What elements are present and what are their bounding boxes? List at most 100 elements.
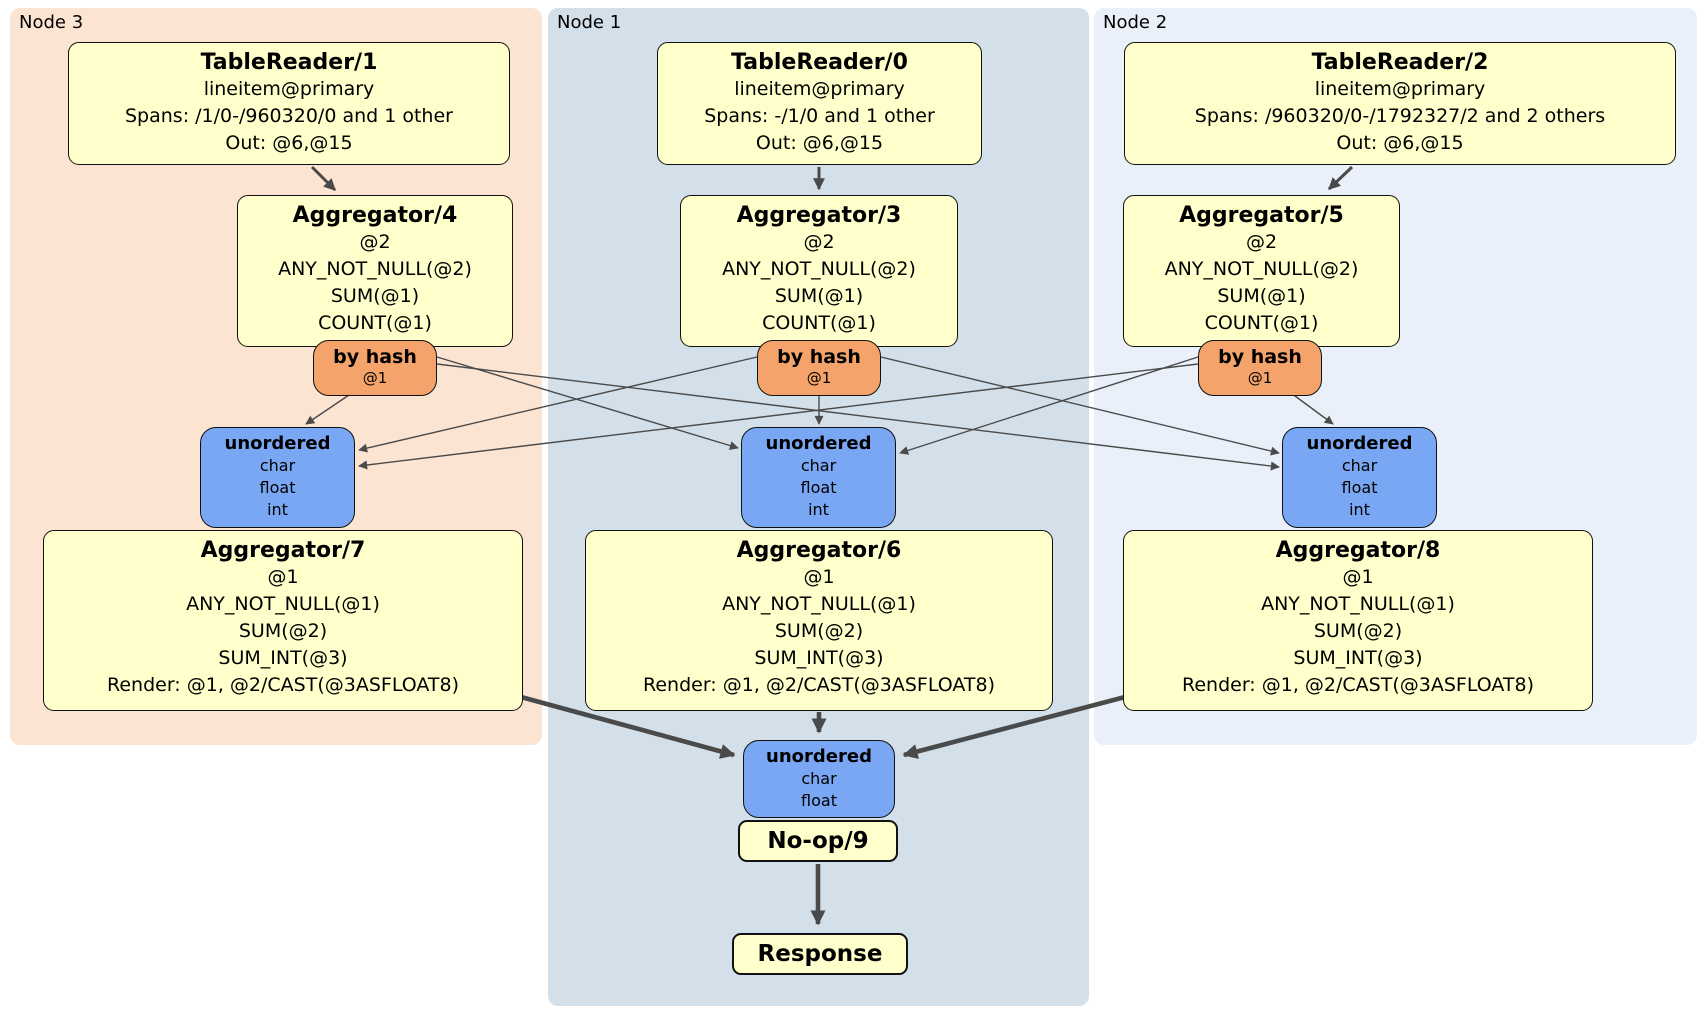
aggregator-6-group: @1	[803, 566, 835, 588]
aggregator-3-group: @2	[803, 231, 835, 253]
aggregator-3-box: Aggregator/3 @2 ANY_NOT_NULL(@2) SUM(@1)…	[680, 195, 958, 347]
unordered-sync-3-col1: char	[259, 456, 296, 475]
aggregator-7-render: Render: @1, @2/CAST(@3ASFLOAT8)	[107, 674, 459, 696]
unordered-sync-3-col2: float	[259, 478, 296, 497]
aggregator-5-fn3: COUNT(@1)	[1204, 312, 1319, 334]
aggregator-8-fn1: ANY_NOT_NULL(@1)	[1261, 593, 1455, 615]
aggregator-3-fn3: COUNT(@1)	[762, 312, 876, 334]
aggregator-7-group: @1	[267, 566, 299, 588]
unordered-sync-2-col3: int	[1349, 500, 1370, 519]
table-reader-2-out: Out: @6,@15	[1336, 132, 1464, 154]
aggregator-7-fn1: ANY_NOT_NULL(@1)	[186, 593, 380, 615]
edge-agg8-syncfinal	[902, 694, 1126, 759]
aggregator-6-render: Render: @1, @2/CAST(@3ASFLOAT8)	[643, 674, 995, 696]
unordered-sync-3-title: unordered	[224, 433, 331, 454]
edge-hash1-sync3	[358, 356, 758, 453]
aggregator-8-fn2: SUM(@2)	[1313, 620, 1403, 642]
edge-agg7-syncfinal	[520, 694, 736, 759]
aggregator-4-fn2: SUM(@1)	[330, 285, 420, 307]
by-hash-router-3: by hash @1	[313, 340, 437, 396]
aggregator-4-group: @2	[359, 231, 391, 253]
node-panel-3-label: Node 3	[19, 12, 84, 33]
table-reader-1-title: TableReader/1	[200, 50, 378, 75]
unordered-sync-2: unordered char float int	[1282, 427, 1437, 528]
by-hash-router-3-title: by hash	[333, 346, 417, 368]
aggregator-8-fn3: SUM_INT(@3)	[1293, 647, 1423, 669]
aggregator-6-box: Aggregator/6 @1 ANY_NOT_NULL(@1) SUM(@2)…	[585, 530, 1053, 711]
aggregator-5-title: Aggregator/5	[1179, 203, 1344, 228]
by-hash-router-2-title: by hash	[1218, 346, 1302, 368]
edge-hash2-sync3	[358, 363, 1199, 470]
aggregator-4-fn3: COUNT(@1)	[318, 312, 432, 334]
unordered-sync-1: unordered char float int	[741, 427, 896, 528]
aggregator-8-group: @1	[1342, 566, 1374, 588]
aggregator-8-title: Aggregator/8	[1275, 538, 1441, 563]
node-panel-1-label: Node 1	[557, 12, 622, 33]
response-box: Response	[732, 933, 908, 975]
by-hash-router-1: by hash @1	[757, 340, 881, 396]
aggregator-4-fn1: ANY_NOT_NULL(@2)	[278, 258, 472, 280]
aggregator-5-group: @2	[1245, 231, 1278, 253]
aggregator-6-title: Aggregator/6	[736, 538, 902, 563]
node-panel-2-label: Node 2	[1103, 12, 1168, 33]
unordered-sync-1-col2: float	[800, 478, 837, 497]
table-reader-0-index: lineitem@primary	[734, 78, 905, 100]
aggregator-5-fn2: SUM(@1)	[1217, 285, 1306, 307]
edge-hash1-sync2	[880, 356, 1280, 456]
edge-hash2-sync1	[899, 356, 1199, 455]
unordered-sync-1-col3: int	[808, 500, 829, 519]
table-reader-1-index: lineitem@primary	[203, 78, 375, 100]
unordered-sync-2-col2: float	[1341, 478, 1378, 497]
no-op-title: No-op/9	[767, 828, 869, 854]
table-reader-1-out: Out: @6,@15	[225, 132, 353, 154]
aggregator-3-fn2: SUM(@1)	[774, 285, 864, 307]
aggregator-6-fn3: SUM_INT(@3)	[754, 647, 884, 669]
by-hash-router-1-title: by hash	[777, 346, 861, 368]
aggregator-7-box: Aggregator/7 @1 ANY_NOT_NULL(@1) SUM(@2)…	[43, 530, 523, 711]
table-reader-0-box: TableReader/0 lineitem@primary Spans: -/…	[657, 42, 982, 165]
by-hash-router-2: by hash @1	[1198, 340, 1322, 396]
unordered-sync-final-title: unordered	[766, 746, 872, 767]
unordered-sync-3-col3: int	[267, 500, 288, 519]
no-op-box: No-op/9	[738, 820, 898, 862]
unordered-sync-final-col1: char	[801, 769, 837, 788]
edge-hash2-sync2	[1290, 392, 1334, 425]
aggregator-6-fn1: ANY_NOT_NULL(@1)	[722, 593, 916, 615]
table-reader-2-title: TableReader/2	[1311, 50, 1489, 75]
edge-hash3-sync2	[436, 363, 1280, 471]
edge-tr2-agg5	[1327, 165, 1354, 191]
by-hash-router-3-key: @1	[362, 369, 388, 387]
table-reader-2-spans: Spans: /960320/0-/1792327/2 and 2 others	[1194, 105, 1606, 127]
table-reader-2-index: lineitem@primary	[1314, 78, 1486, 100]
edge-hash3-sync3	[305, 392, 353, 425]
edge-hash3-sync1	[436, 356, 739, 450]
table-reader-0-spans: Spans: -/1/0 and 1 other	[704, 105, 935, 127]
table-reader-2-box: TableReader/2 lineitem@primary Spans: /9…	[1124, 42, 1676, 165]
by-hash-router-2-key: @1	[1247, 369, 1273, 387]
aggregator-3-title: Aggregator/3	[736, 203, 902, 228]
aggregator-5-box: Aggregator/5 @2 ANY_NOT_NULL(@2) SUM(@1)…	[1123, 195, 1400, 347]
unordered-sync-final: unordered char float	[743, 740, 895, 818]
response-title: Response	[757, 941, 883, 967]
aggregator-7-title: Aggregator/7	[200, 538, 366, 563]
edge-tr1-agg4	[310, 165, 337, 192]
aggregator-7-fn2: SUM(@2)	[238, 620, 328, 642]
unordered-sync-3: unordered char float int	[200, 427, 355, 528]
unordered-sync-1-title: unordered	[765, 433, 872, 454]
aggregator-8-box: Aggregator/8 @1 ANY_NOT_NULL(@1) SUM(@2)…	[1123, 530, 1593, 711]
aggregator-5-fn1: ANY_NOT_NULL(@2)	[1164, 258, 1359, 280]
aggregator-3-fn1: ANY_NOT_NULL(@2)	[722, 258, 916, 280]
table-reader-0-out: Out: @6,@15	[755, 132, 884, 154]
table-reader-1-spans: Spans: /1/0-/960320/0 and 1 other	[125, 105, 453, 127]
aggregator-6-fn2: SUM(@2)	[774, 620, 864, 642]
unordered-sync-final-col2: float	[801, 791, 837, 810]
aggregator-7-fn3: SUM_INT(@3)	[218, 647, 348, 669]
aggregator-4-title: Aggregator/4	[292, 203, 458, 228]
unordered-sync-2-col1: char	[1341, 456, 1378, 475]
table-reader-1-box: TableReader/1 lineitem@primary Spans: /1…	[68, 42, 510, 165]
unordered-sync-1-col1: char	[800, 456, 837, 475]
aggregator-4-box: Aggregator/4 @2 ANY_NOT_NULL(@2) SUM(@1)…	[237, 195, 513, 347]
aggregator-8-render: Render: @1, @2/CAST(@3ASFLOAT8)	[1182, 674, 1534, 696]
